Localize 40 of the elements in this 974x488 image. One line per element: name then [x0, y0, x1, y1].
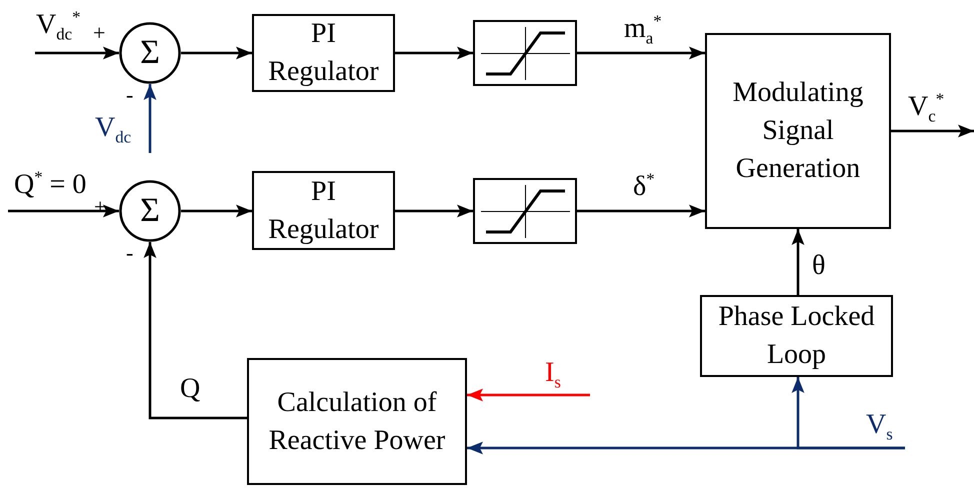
- summing-junction: [119, 22, 181, 84]
- signal-arrow: [792, 377, 905, 450]
- signal-label: Q: [180, 376, 200, 402]
- signal-arrow: [144, 84, 156, 153]
- signal-arrow: [891, 124, 974, 138]
- sign-label: -: [126, 242, 134, 264]
- signal-label: I$_{s}$: [545, 360, 561, 386]
- signal-arrow: [577, 46, 705, 60]
- signal-arrow: [144, 242, 247, 420]
- summing-junction: [119, 180, 181, 242]
- saturation-block: [473, 20, 577, 86]
- signal-arrow: [395, 204, 473, 218]
- sum-symbol: Σ: [140, 194, 160, 228]
- block-label: Modulating Signal Generation: [732, 76, 864, 186]
- process-block: [252, 171, 395, 250]
- signal-arrow: [792, 229, 804, 295]
- signal-label: V$_{dc}$: [95, 115, 132, 141]
- signal-arrow: [35, 46, 119, 60]
- signal-label: V$_{s}$: [866, 412, 893, 438]
- signal-label: Q$^{*}$ = 0: [14, 172, 86, 198]
- process-block: [252, 14, 395, 92]
- signal-arrow: [8, 204, 119, 218]
- block-label: Calculation of Reactive Power: [268, 386, 446, 458]
- signal-label: θ: [812, 253, 826, 279]
- signal-arrow: [395, 46, 473, 60]
- block-label: PI Regulator: [267, 174, 380, 246]
- signal-arrow: [577, 204, 705, 218]
- process-block: [247, 358, 467, 485]
- block-label: PI Regulator: [267, 17, 380, 89]
- process-block: [700, 295, 893, 377]
- process-block: [705, 33, 891, 229]
- signal-label: δ$^{*}$: [633, 174, 655, 200]
- signal-arrow: [181, 46, 252, 60]
- sign-label: +: [93, 22, 106, 44]
- block-label: Phase Locked Loop: [717, 300, 876, 372]
- sum-symbol: Σ: [140, 36, 160, 70]
- signal-arrow: [181, 204, 252, 218]
- sign-label: -: [126, 84, 134, 106]
- signal-arrow: [467, 388, 590, 402]
- saturation-block: [473, 178, 577, 244]
